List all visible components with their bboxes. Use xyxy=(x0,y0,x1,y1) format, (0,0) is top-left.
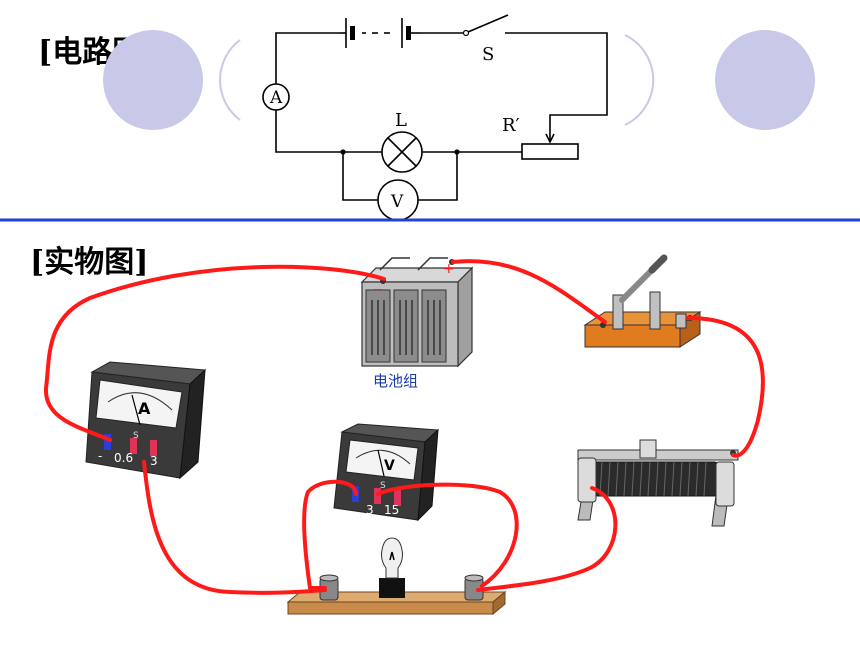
wire-battery-switch xyxy=(451,259,607,324)
wire-battery-ammeter xyxy=(43,264,386,442)
wire-rheostat-lamp xyxy=(476,486,618,592)
decor-circle-left xyxy=(103,30,203,130)
lamp-board xyxy=(286,537,507,616)
svg-text:−: − xyxy=(372,282,384,298)
junction-right xyxy=(454,149,460,155)
voltmeter-terminal-15: 15 xyxy=(384,503,399,517)
switch-label: S xyxy=(482,44,494,65)
rheostat-label: R′ xyxy=(502,115,520,136)
battery-symbol xyxy=(340,18,420,48)
battery-pack: − + xyxy=(360,257,474,368)
lamp-label: L xyxy=(395,110,407,131)
knife-switch xyxy=(583,254,702,348)
wire-voltmeter-left xyxy=(302,479,358,590)
voltmeter-terminal-3: 3 xyxy=(366,503,374,517)
circuit-diagram: S A L V R′ xyxy=(262,14,608,221)
battery-pack-label: 电池组 xyxy=(373,372,418,390)
wire-voltmeter-left xyxy=(342,152,378,201)
wire-voltmeter-right xyxy=(418,152,458,201)
voltmeter-s-mark: S xyxy=(380,481,386,491)
voltmeter-device-symbol: V xyxy=(384,458,395,474)
ammeter-terminal-0-6: 0.6 xyxy=(114,451,133,465)
decor-circle-right xyxy=(715,30,815,130)
wire-left-top xyxy=(275,32,340,85)
wire-switch-rheostat xyxy=(686,316,765,458)
wires xyxy=(43,259,765,595)
svg-text:+: + xyxy=(443,261,455,277)
rheostat-symbol xyxy=(521,143,579,160)
wire-ammeter-lamp xyxy=(275,110,382,153)
junction-left xyxy=(340,149,346,155)
rheostat-slider-arrow xyxy=(545,133,555,144)
ammeter-terminal-3: 3 xyxy=(150,454,158,468)
ammeter-device-symbol: A xyxy=(138,399,151,418)
ammeter-label: A xyxy=(269,88,283,108)
physical-diagram-heading: [实物图] xyxy=(30,245,149,280)
ammeter-terminal-neg: - xyxy=(98,449,102,463)
decorative-circles xyxy=(103,30,815,130)
switch-symbol xyxy=(462,14,509,37)
voltmeter-label: V xyxy=(390,192,404,212)
ammeter-symbol xyxy=(262,83,290,111)
wire-voltmeter-right xyxy=(376,482,519,588)
wire-ammeter-lamp xyxy=(142,460,327,595)
decor-arc-left xyxy=(219,39,241,121)
lamp-symbol xyxy=(381,131,423,173)
decor-arc-right xyxy=(624,34,655,126)
ammeter-s-mark: S xyxy=(133,431,139,441)
ammeter-device: A S - 0.6 3 xyxy=(85,361,207,480)
wire-switch-rheostat xyxy=(505,32,608,140)
physical-diagram: − + 电池组 A S xyxy=(43,254,765,616)
rheostat-device xyxy=(577,439,739,527)
voltmeter-device: V S 3 15 xyxy=(333,423,440,522)
